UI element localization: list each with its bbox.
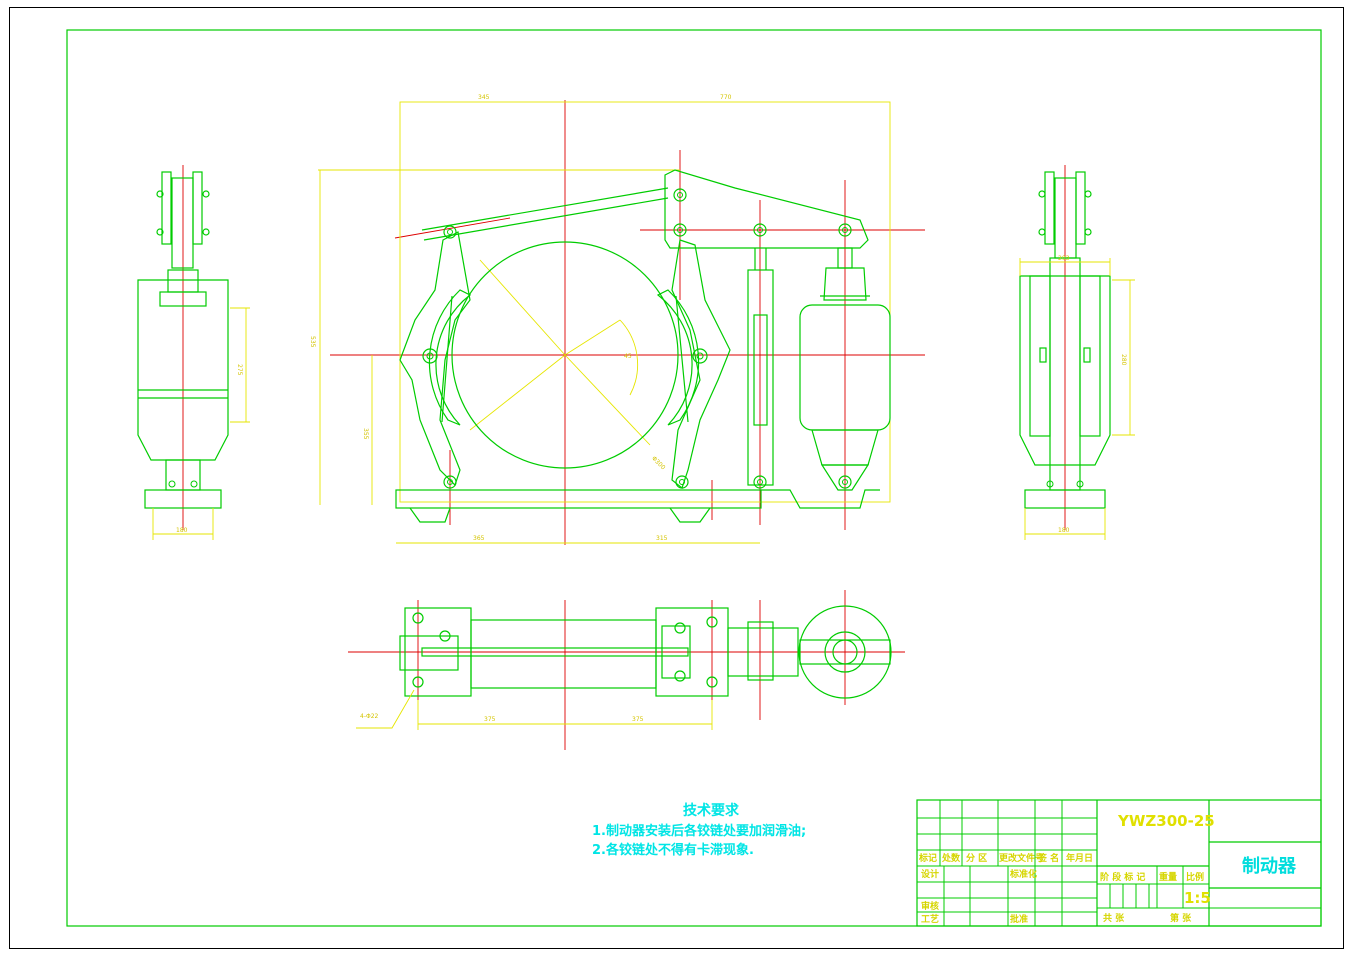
tech-line-2: 2.各铰链处不得有卡滞现象.	[592, 842, 754, 858]
drawing-model: YWZ300-25	[1117, 812, 1215, 830]
technical-requirements: 技术要求 1.制动器安装后各铰链处要加润滑油; 2.各铰链处不得有卡滞现象.	[592, 802, 806, 858]
dim-top-right: 770	[720, 94, 732, 101]
tb-approve: 批准	[1010, 913, 1028, 925]
right-dim-width: 180	[1058, 527, 1070, 534]
dim-diameter: Φ300	[650, 455, 667, 472]
dim-height: 535	[309, 336, 316, 348]
tb-design: 设计	[921, 868, 939, 880]
front-view: 345 770 535 355 365 315 45 Φ300	[309, 94, 925, 545]
left-side-view: 275 180	[137, 165, 250, 540]
dim-top-left: 345	[478, 94, 490, 101]
plan-view: 375 375 4-Φ22	[348, 590, 905, 750]
drawing-border	[66, 29, 1322, 927]
left-dim-width: 180	[176, 527, 188, 534]
tb-date: 年月日	[1066, 852, 1093, 864]
tb-scale: 1:5	[1184, 889, 1211, 907]
tb-standard: 标准化	[1009, 868, 1037, 880]
plan-dim-holes: 4-Φ22	[360, 713, 379, 720]
tb-sign: 签 名	[1037, 852, 1059, 864]
outer-frame	[9, 7, 1344, 949]
tb-weight: 重量	[1159, 871, 1177, 883]
tb-process: 工艺	[921, 913, 939, 925]
dim-bottom-left: 365	[473, 535, 485, 542]
right-dim-height: 280	[1120, 354, 1127, 366]
tb-scale-label: 比例	[1186, 871, 1204, 883]
dim-bottom-right: 315	[656, 535, 668, 542]
plan-dim-left: 375	[484, 716, 496, 723]
tb-stage: 阶 段 标 记	[1100, 871, 1145, 883]
tb-review: 审核	[921, 900, 939, 912]
plan-dim-right: 375	[632, 716, 644, 723]
right-side-view: 203 280 180	[1019, 165, 1135, 540]
tech-title: 技术要求	[683, 802, 740, 819]
left-dim-height: 275	[236, 364, 243, 376]
right-dim-top: 203	[1058, 255, 1070, 262]
dim-angle: 45	[624, 353, 632, 360]
tb-zone: 分 区	[966, 852, 987, 864]
tb-change-doc: 更改文件号	[999, 852, 1044, 864]
tb-count: 处数	[941, 852, 961, 864]
tb-total: 共 张	[1103, 912, 1125, 924]
tech-line-1: 1.制动器安装后各铰链处要加润滑油;	[592, 823, 806, 839]
dim-base-height: 355	[362, 428, 369, 440]
tb-sheet: 第 张	[1170, 912, 1192, 924]
drawing-name: 制动器	[1242, 856, 1297, 877]
tb-mark: 标记	[918, 852, 937, 864]
title-block: YWZ300-25 制动器 标记 处数 分 区 更改文件号 签 名 年月日 设计…	[916, 799, 1322, 927]
